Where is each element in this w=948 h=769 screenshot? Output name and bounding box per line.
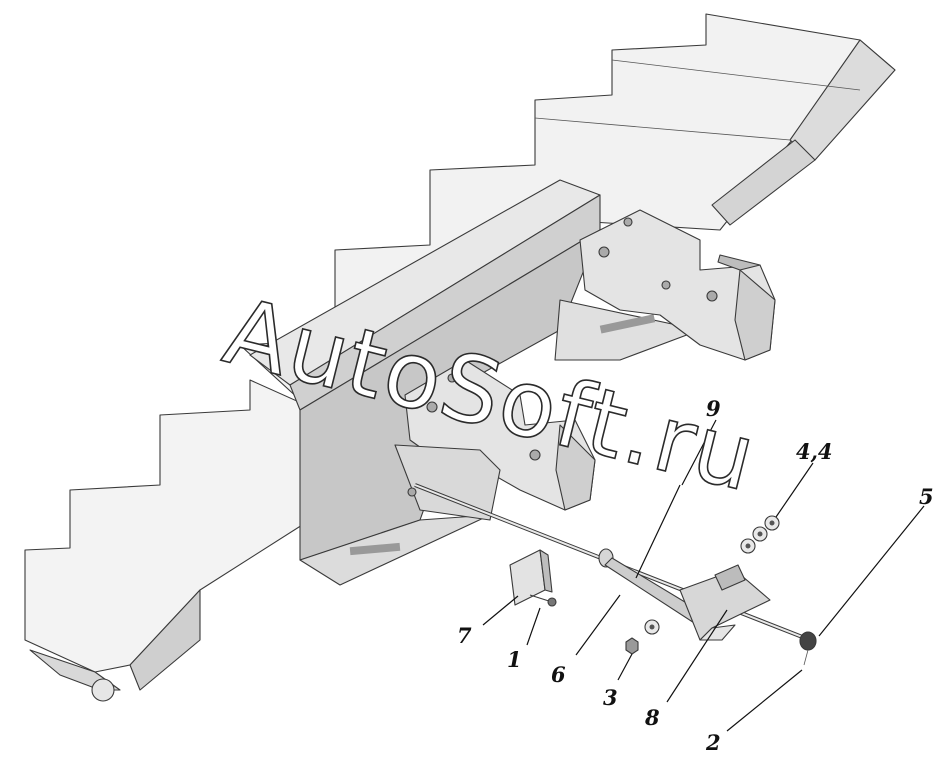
leader-lines — [482, 419, 925, 732]
callout-3: 3 — [603, 685, 618, 710]
callout-4: 4,4 — [796, 439, 833, 464]
callout-9: 9 — [706, 396, 721, 421]
nut — [625, 637, 639, 655]
rod-assembly — [414, 483, 811, 642]
end-cap — [799, 631, 817, 666]
callout-2: 2 — [705, 730, 721, 755]
callout-labels: 1 2 3 4,4 5 6 7 8 9 — [457, 396, 934, 755]
callout-8: 8 — [644, 705, 660, 730]
lever-bracket — [679, 564, 771, 641]
mounting-plate — [509, 549, 557, 607]
callout-1: 1 — [507, 647, 522, 672]
hinge-bracket-upper — [579, 209, 776, 361]
callout-5: 5 — [919, 484, 934, 509]
callout-7: 7 — [457, 623, 472, 648]
callout-6: 6 — [551, 662, 566, 687]
washer-set — [644, 515, 780, 635]
hinge-bracket-lower — [394, 359, 596, 521]
